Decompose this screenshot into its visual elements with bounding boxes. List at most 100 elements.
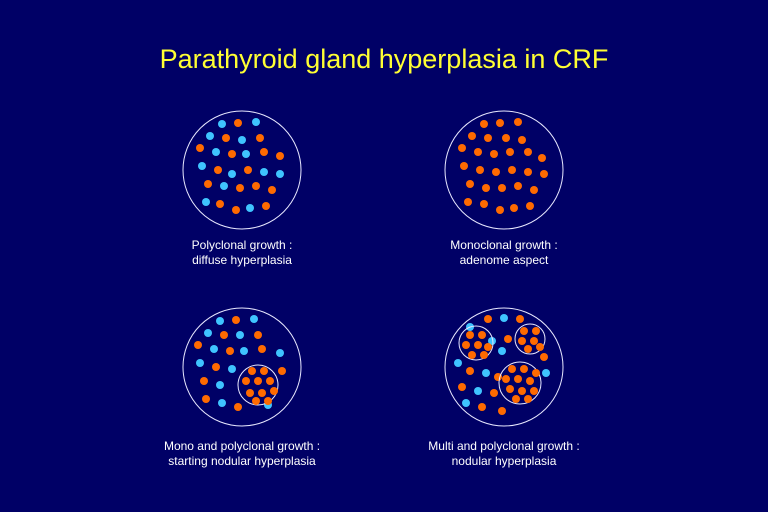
nodule-outline <box>458 325 494 361</box>
orange-cell <box>458 144 466 152</box>
orange-cell <box>484 343 492 351</box>
orange-cell <box>484 315 492 323</box>
blue-cell <box>218 399 226 407</box>
orange-cell <box>480 200 488 208</box>
orange-cell <box>468 132 476 140</box>
orange-cell <box>502 134 510 142</box>
orange-cell <box>496 206 504 214</box>
caption-line-1: Monoclonal growth : <box>450 238 558 252</box>
orange-cell <box>490 150 498 158</box>
blue-cell <box>228 365 236 373</box>
orange-cell <box>262 202 270 210</box>
gland-diagram-multi-poly <box>444 307 564 427</box>
caption-polyclonal: Polyclonal growth : diffuse hyperplasia <box>127 238 357 268</box>
orange-cell <box>234 403 242 411</box>
orange-cell <box>214 166 222 174</box>
caption-monoclonal: Monoclonal growth : adenome aspect <box>389 238 619 268</box>
orange-cell <box>468 351 476 359</box>
caption-line-2: adenome aspect <box>459 253 549 267</box>
blue-cell <box>228 170 236 178</box>
orange-cell <box>526 377 534 385</box>
orange-cell <box>460 162 468 170</box>
orange-cell <box>514 182 522 190</box>
orange-cell <box>524 345 532 353</box>
orange-cell <box>200 377 208 385</box>
orange-cell <box>530 186 538 194</box>
blue-cell <box>202 198 210 206</box>
orange-cell <box>536 343 544 351</box>
blue-cell <box>198 162 206 170</box>
orange-cell <box>506 385 514 393</box>
nodule-outline <box>498 361 542 405</box>
orange-cell <box>466 367 474 375</box>
orange-cell <box>258 389 266 397</box>
orange-cell <box>270 387 278 395</box>
orange-cell <box>514 118 522 126</box>
gland-diagram-polyclonal <box>182 110 302 230</box>
orange-cell <box>276 152 284 160</box>
caption-line-2: nodular hyperplasia <box>451 454 557 468</box>
orange-cell <box>480 351 488 359</box>
orange-cell <box>532 369 540 377</box>
orange-cell <box>524 148 532 156</box>
orange-cell <box>476 166 484 174</box>
caption-line-1: Mono and polyclonal growth : <box>163 439 321 453</box>
orange-cell <box>530 337 538 345</box>
orange-cell <box>516 315 524 323</box>
caption-multi-poly: Multi and polyclonal growth : nodular hy… <box>389 439 619 469</box>
orange-cell <box>490 389 498 397</box>
orange-cell <box>520 327 528 335</box>
panel-monoclonal: Monoclonal growth : adenome aspect <box>389 108 619 268</box>
blue-cell <box>498 347 506 355</box>
orange-cell <box>246 389 254 397</box>
orange-cell <box>478 331 486 339</box>
caption-line-2: starting nodular hyperplasia <box>168 454 316 468</box>
caption-line-2: diffuse hyperplasia <box>192 253 292 267</box>
orange-cell <box>258 345 266 353</box>
caption-line-1: Multi and polyclonal growth : <box>428 439 580 453</box>
blue-cell <box>246 204 254 212</box>
orange-cell <box>268 186 276 194</box>
orange-cell <box>194 341 202 349</box>
orange-cell <box>458 383 466 391</box>
orange-cell <box>524 395 532 403</box>
orange-cell <box>480 120 488 128</box>
orange-cell <box>492 168 500 176</box>
blue-cell <box>220 182 228 190</box>
orange-cell <box>234 119 242 127</box>
orange-cell <box>478 403 486 411</box>
gland-diagram-monoclonal <box>444 110 564 230</box>
orange-cell <box>256 134 264 142</box>
blue-cell <box>218 120 226 128</box>
orange-cell <box>222 134 230 142</box>
orange-cell <box>204 180 212 188</box>
orange-cell <box>518 387 526 395</box>
orange-cell <box>494 373 502 381</box>
orange-cell <box>252 182 260 190</box>
orange-cell <box>260 148 268 156</box>
blue-cell <box>236 331 244 339</box>
blue-cell <box>542 369 550 377</box>
panel-mono-poly: Mono and polyclonal growth : starting no… <box>127 305 357 469</box>
orange-cell <box>264 397 272 405</box>
orange-cell <box>466 331 474 339</box>
orange-cell <box>518 337 526 345</box>
orange-cell <box>498 184 506 192</box>
orange-cell <box>228 150 236 158</box>
orange-cell <box>260 367 268 375</box>
orange-cell <box>520 365 528 373</box>
blue-cell <box>260 168 268 176</box>
orange-cell <box>510 204 518 212</box>
orange-cell <box>464 198 472 206</box>
orange-cell <box>254 377 262 385</box>
orange-cell <box>248 367 256 375</box>
blue-cell <box>212 148 220 156</box>
orange-cell <box>242 377 250 385</box>
orange-cell <box>508 365 516 373</box>
orange-cell <box>466 180 474 188</box>
orange-cell <box>484 134 492 142</box>
orange-cell <box>232 316 240 324</box>
blue-cell <box>276 349 284 357</box>
orange-cell <box>482 184 490 192</box>
caption-line-1: Polyclonal growth : <box>191 238 293 252</box>
